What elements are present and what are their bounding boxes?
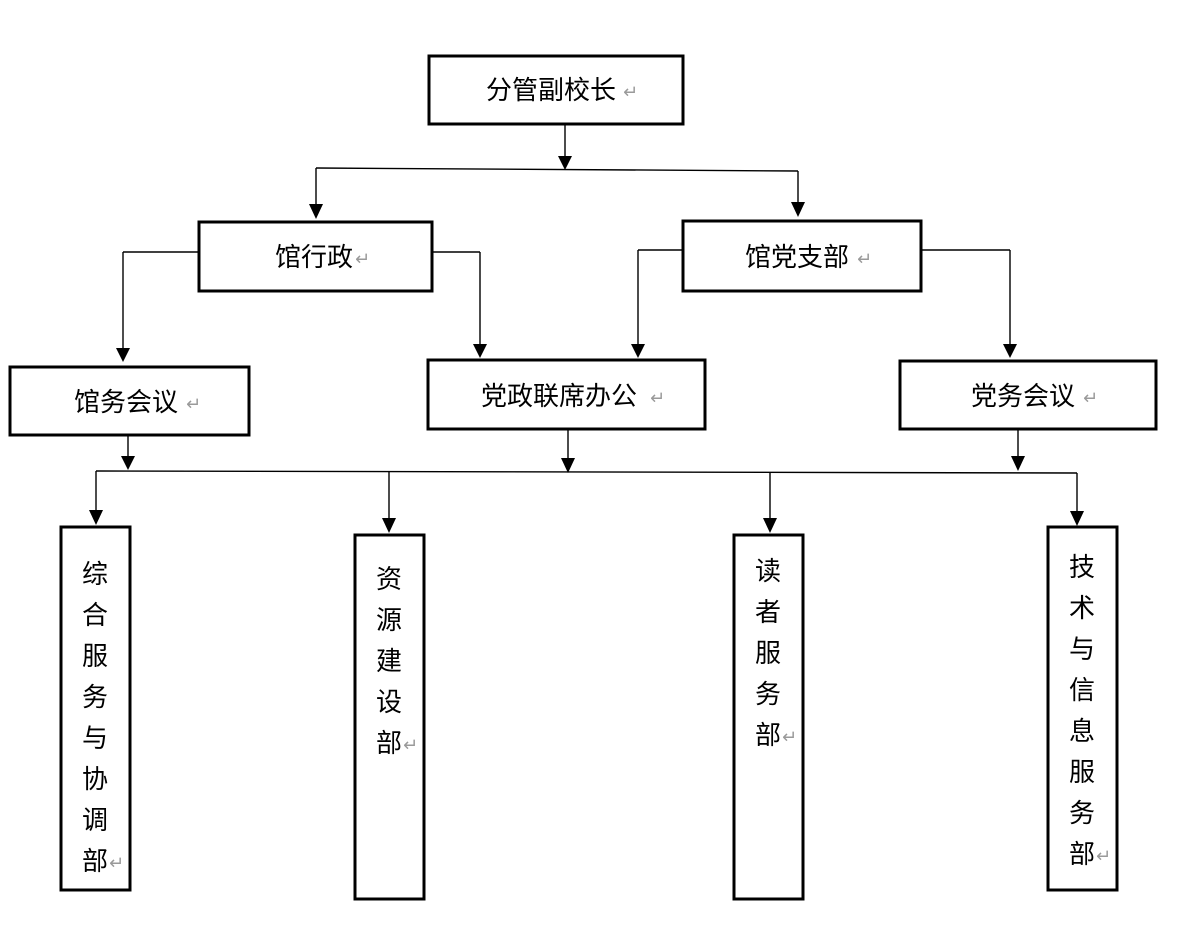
node-reader-service: 读者服务部 ↵ bbox=[732, 533, 805, 901]
node-vice-principal: 分管副校长 ↵ bbox=[427, 54, 685, 126]
paragraph-mark: ↵ bbox=[650, 388, 665, 409]
node-tech-info-service-label: 技术与信息服务部 bbox=[1069, 553, 1095, 870]
node-general-service-label: 综合服务与协调部 bbox=[82, 560, 108, 877]
node-party-meeting: 党务会议 ↵ bbox=[898, 359, 1158, 431]
paragraph-mark: ↵ bbox=[109, 853, 124, 874]
node-library-admin: 馆行政 ↵ bbox=[197, 220, 434, 293]
paragraph-mark: ↵ bbox=[403, 735, 418, 756]
node-party-branch: 馆党支部 ↵ bbox=[681, 219, 923, 293]
node-general-service: 综合服务与协调部 ↵ bbox=[59, 525, 132, 892]
paragraph-mark: ↵ bbox=[1083, 388, 1098, 409]
paragraph-mark: ↵ bbox=[857, 249, 872, 270]
node-vice-principal-label: 分管副校长 bbox=[486, 76, 616, 106]
paragraph-mark: ↵ bbox=[623, 82, 638, 103]
connectors bbox=[89, 124, 1084, 533]
paragraph-mark: ↵ bbox=[1096, 846, 1111, 867]
node-party-branch-label: 馆党支部 bbox=[745, 243, 849, 273]
node-library-meeting-label: 馆务会议 bbox=[74, 388, 178, 418]
node-resource-building-label: 资源建设部 bbox=[376, 565, 402, 759]
node-reader-service-label: 读者服务部 bbox=[755, 557, 781, 751]
node-tech-info-service: 技术与信息服务部 ↵ bbox=[1046, 525, 1119, 892]
paragraph-mark: ↵ bbox=[186, 394, 201, 415]
node-joint-office-label: 党政联席办公 bbox=[481, 382, 637, 412]
paragraph-mark: ↵ bbox=[355, 249, 370, 270]
node-resource-building: 资源建设部 ↵ bbox=[353, 533, 426, 901]
node-party-meeting-label: 党务会议 bbox=[971, 382, 1075, 412]
node-joint-office: 党政联席办公 ↵ bbox=[426, 358, 707, 431]
node-library-meeting: 馆务会议 ↵ bbox=[8, 365, 251, 437]
node-library-admin-label: 馆行政 bbox=[275, 243, 353, 273]
paragraph-mark: ↵ bbox=[782, 727, 797, 748]
